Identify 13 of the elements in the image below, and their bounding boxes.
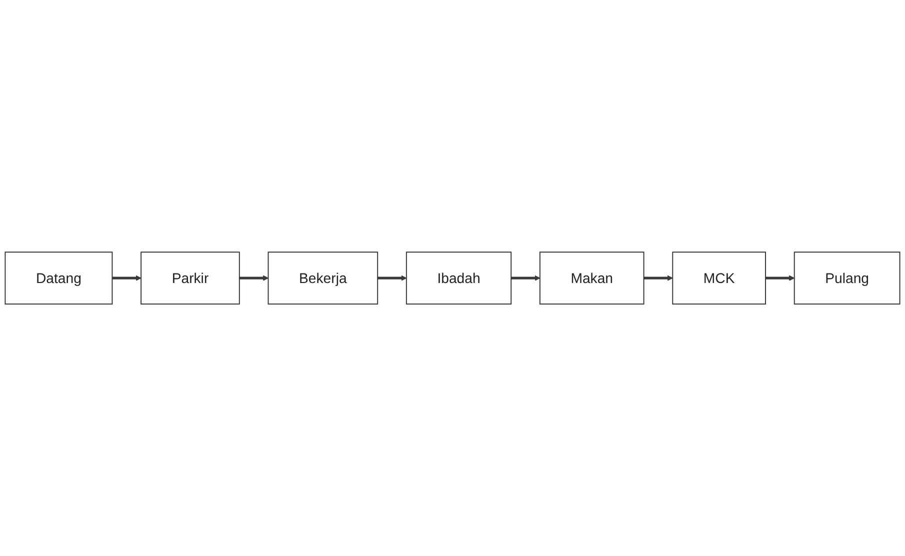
node-box: MCK [672, 252, 766, 304]
arrow [511, 275, 540, 281]
node-box: Datang [4, 252, 113, 304]
arrow [112, 275, 142, 281]
node-box: Bekerja [268, 252, 378, 304]
arrow [378, 275, 407, 281]
node-box: Ibadah [406, 252, 512, 304]
arrow [239, 275, 268, 281]
arrow [766, 275, 795, 281]
node-box: Parkir [140, 252, 240, 304]
node-box: Pulang [794, 252, 900, 304]
node-box: Makan [539, 252, 644, 304]
arrow [644, 275, 673, 281]
